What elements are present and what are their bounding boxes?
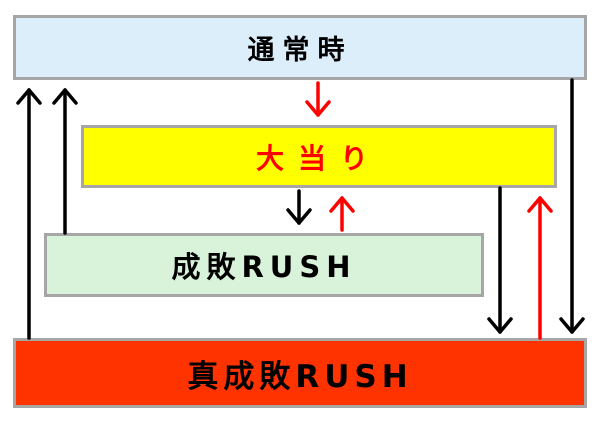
node-failure-rush: 成敗RUSH bbox=[44, 233, 484, 297]
node-normal: 通常時 bbox=[13, 15, 587, 80]
node-true-failure-rush: 真成敗RUSH bbox=[13, 338, 587, 408]
arrow-true-failure-rush-to-normal bbox=[16, 88, 42, 340]
arrow-normal-to-jackpot bbox=[305, 81, 331, 117]
arrow-failure-rush-to-jackpot bbox=[329, 196, 355, 232]
arrow-jackpot-to-true-failure-rush bbox=[487, 186, 513, 334]
node-jackpot: 大当り bbox=[81, 125, 557, 188]
arrow-jackpot-to-failure-rush bbox=[286, 189, 312, 225]
arrow-true-failure-rush-to-jackpot bbox=[527, 196, 553, 340]
arrow-normal-to-true-failure-rush bbox=[559, 78, 585, 334]
arrow-failure-rush-to-normal bbox=[52, 88, 78, 235]
